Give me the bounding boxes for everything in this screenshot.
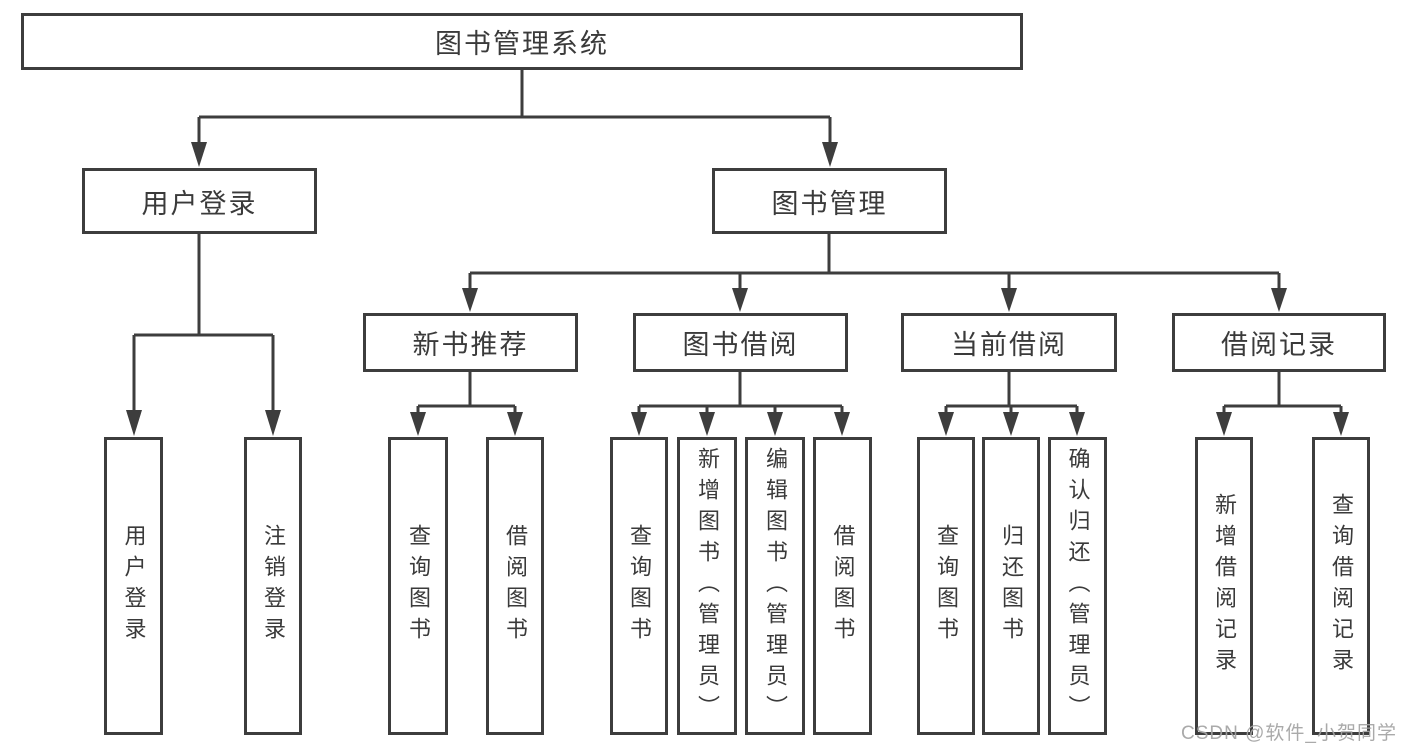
node-label: 新书推荐 [412, 330, 529, 360]
leaf-logout: 注销登录 [244, 437, 302, 735]
watermark: CSDN @软件_小贺同学 [1181, 723, 1397, 744]
node-label: 新增借阅记录 [1212, 493, 1237, 679]
node-label: 查询借阅记录 [1329, 493, 1354, 679]
leaf-borrow-books-recommend: 借阅图书 [486, 437, 544, 735]
node-user-login: 用户登录 [82, 168, 317, 234]
leaf-edit-book-admin: 编辑图书（管理员） [745, 437, 805, 735]
leaf-query-books-recommend: 查询图书 [388, 437, 448, 735]
node-library-management-system: 图书管理系统 [21, 13, 1023, 70]
node-label: 注销登录 [261, 524, 286, 648]
node-new-book-recommend: 新书推荐 [363, 313, 578, 372]
node-label: 归还图书 [999, 524, 1024, 648]
leaf-query-books-borrowing: 查询图书 [610, 437, 668, 735]
node-book-management: 图书管理 [712, 168, 947, 234]
node-label: 图书管理系统 [435, 29, 609, 59]
node-label: 确认归还（管理员） [1065, 446, 1091, 726]
node-label: 用户登录 [121, 524, 147, 648]
leaf-query-books-current: 查询图书 [917, 437, 975, 735]
node-borrowing-records: 借阅记录 [1172, 313, 1386, 372]
leaf-add-borrow-record: 新增借阅记录 [1195, 437, 1253, 735]
node-label: 借阅图书 [830, 524, 856, 648]
node-label: 查询图书 [406, 524, 431, 648]
node-label: 借阅记录 [1221, 330, 1337, 360]
leaf-user-login: 用户登录 [104, 437, 163, 735]
node-book-borrowing: 图书借阅 [633, 313, 848, 372]
leaf-confirm-return-admin: 确认归还（管理员） [1048, 437, 1107, 735]
node-label: 借阅图书 [503, 524, 528, 648]
node-label: 查询图书 [627, 524, 652, 648]
node-label: 图书借阅 [682, 330, 799, 360]
node-label: 编辑图书（管理员） [763, 446, 788, 726]
node-label: 查询图书 [934, 524, 959, 648]
node-current-borrowing: 当前借阅 [901, 313, 1117, 372]
leaf-borrow-books-borrowing: 借阅图书 [813, 437, 872, 735]
node-label: 新增图书（管理员） [695, 446, 720, 726]
node-label: 当前借阅 [951, 330, 1067, 360]
node-label: 用户登录 [141, 188, 258, 219]
leaf-return-book: 归还图书 [982, 437, 1040, 735]
leaf-query-borrow-record: 查询借阅记录 [1312, 437, 1370, 735]
leaf-add-book-admin: 新增图书（管理员） [677, 437, 737, 735]
node-label: 图书管理 [771, 188, 888, 219]
